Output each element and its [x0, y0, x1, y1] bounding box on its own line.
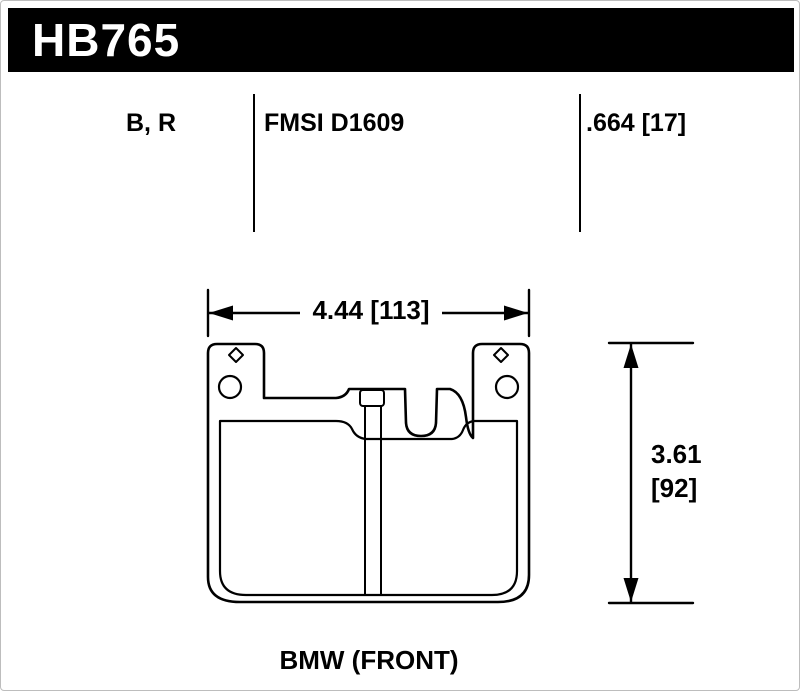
- backing-plate-outline: [206, 342, 531, 604]
- spec-divider-left: [253, 94, 255, 232]
- right-rivet-hole: [494, 374, 520, 400]
- height-dimension: [607, 341, 695, 605]
- left-rivet-hole: [217, 374, 243, 400]
- right-lug-diamond: [493, 347, 509, 363]
- width-dimension-label: 4.44 [113]: [201, 293, 541, 328]
- brake-pad-drawing: [206, 342, 531, 604]
- fmsi-number: FMSI D1609: [264, 109, 405, 137]
- height-dimension-label: 3.61 [92]: [651, 437, 702, 506]
- compound-codes: B, R: [126, 109, 176, 137]
- part-number: HB765: [32, 14, 181, 66]
- application-label: BMW (FRONT): [279, 645, 459, 675]
- spec-divider-right: [579, 94, 581, 232]
- height-inches: 3.61: [651, 439, 702, 469]
- arrow-up-icon: [623, 344, 639, 368]
- height-mm: [92]: [651, 473, 698, 504]
- center-sensor-square: [359, 389, 385, 407]
- arrow-down-icon: [623, 578, 639, 602]
- pad-thickness: .664 [17]: [586, 109, 687, 137]
- left-lug-diamond: [228, 347, 244, 363]
- friction-material-outline: [218, 419, 519, 597]
- arrow-right-icon: [504, 305, 528, 321]
- header-bar: HB765: [8, 8, 794, 72]
- arrow-left-icon: [209, 305, 233, 321]
